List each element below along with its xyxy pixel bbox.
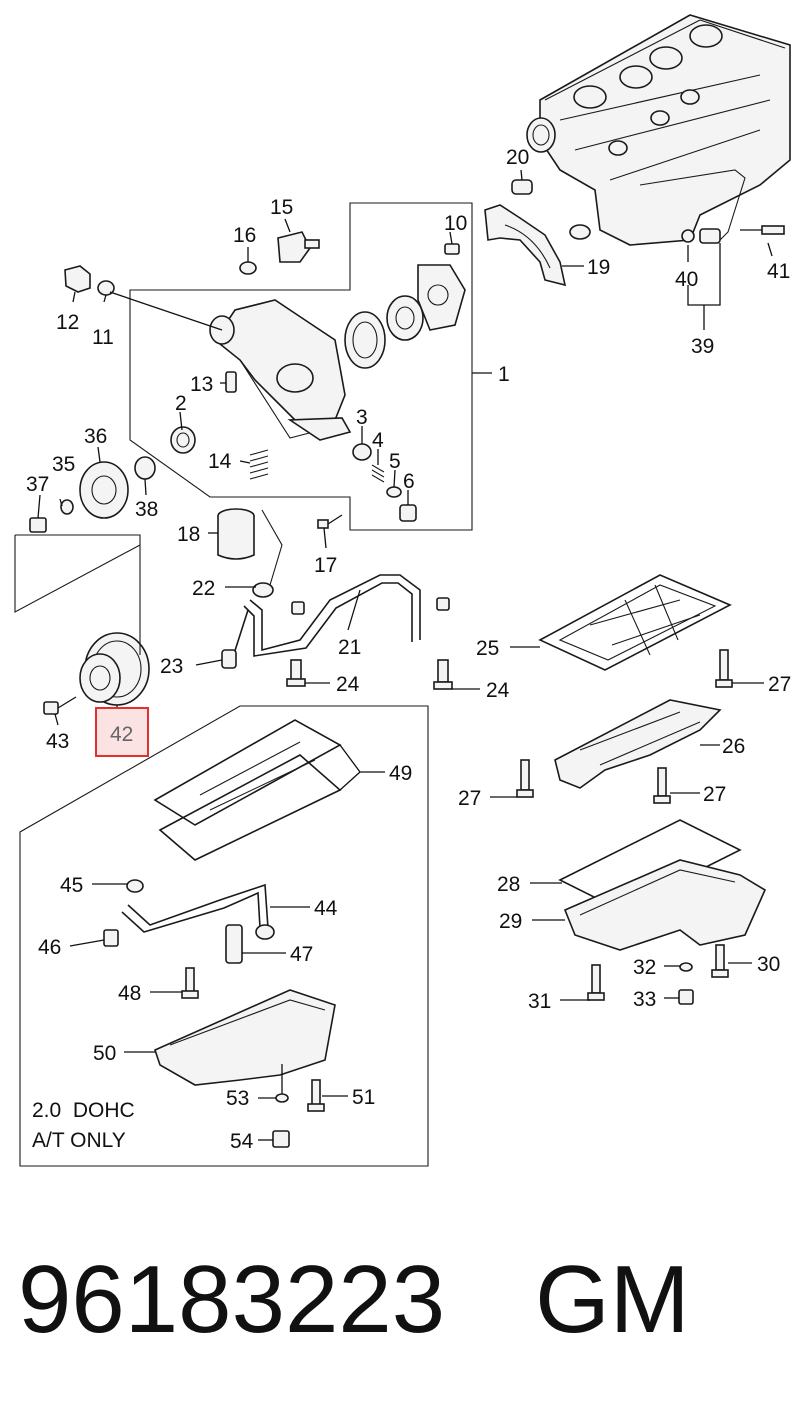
callout-48[interactable]: 48 [118,982,141,1005]
callout-26[interactable]: 26 [722,735,745,758]
callout-31[interactable]: 31 [528,990,551,1013]
callout-12[interactable]: 12 [56,311,79,334]
part-footer: 96183223 GM [18,1245,808,1355]
callout-23[interactable]: 23 [160,655,183,678]
callout-27b[interactable]: 27 [458,787,481,810]
callout-45[interactable]: 45 [60,874,83,897]
part-25-gasket-drawing [538,574,732,671]
part-14-drawing [249,449,269,480]
callout-51[interactable]: 51 [352,1086,375,1109]
exploded-parts-diagram: 1 2 3 4 5 6 10 11 12 13 14 15 16 17 18 1… [14,14,791,1167]
part-39-40-drawing [681,228,721,244]
callout-39[interactable]: 39 [691,335,714,358]
callout-37[interactable]: 37 [26,473,49,496]
callout-13[interactable]: 13 [190,373,213,396]
callout-35[interactable]: 35 [52,453,75,476]
callout-3[interactable]: 3 [356,406,368,429]
callout-10[interactable]: 10 [444,212,467,235]
callout-14[interactable]: 14 [208,450,232,473]
callout-46[interactable]: 46 [38,936,61,959]
part-13-drawing [225,371,237,393]
part-18-drawing [217,508,255,560]
callout-42[interactable]: 42 [110,723,133,746]
callout-21[interactable]: 21 [338,636,361,659]
callout-25[interactable]: 25 [476,637,499,660]
part-30-33-drawing [587,944,729,1005]
oil-pump-drawing [209,264,466,441]
callout-43[interactable]: 43 [46,730,69,753]
part-48-bolt-drawing [181,967,199,999]
callout-1[interactable]: 1 [498,363,510,386]
callout-28[interactable]: 28 [497,873,520,896]
part-51-54-drawing [272,1079,325,1148]
callout-47[interactable]: 47 [290,943,313,966]
callout-20[interactable]: 20 [506,146,529,169]
highlight-box-42 [95,707,149,757]
part-number: 96183223 [18,1246,446,1353]
part-50-oil-pan-drawing [154,989,336,1086]
callout-2[interactable]: 2 [175,392,187,415]
callout-18[interactable]: 18 [177,523,200,546]
callout-11[interactable]: 11 [92,326,114,349]
callout-27a[interactable]: 27 [768,673,791,696]
callout-4[interactable]: 4 [372,429,384,452]
part-42-pulley-drawing [43,632,150,715]
part-2-drawing [170,426,196,454]
inset-note-engine: 2.0 DOHC [32,1099,135,1122]
brand-name: GM [535,1246,690,1353]
part-11-12-drawing [64,265,115,296]
callout-17[interactable]: 17 [314,554,337,577]
part-35-38-drawing [29,456,156,533]
callout-38[interactable]: 38 [135,498,158,521]
callout-49[interactable]: 49 [389,762,412,785]
engine-block-drawing [526,14,791,246]
callout-15[interactable]: 15 [270,196,293,219]
callout-53[interactable]: 53 [226,1087,249,1110]
part-10-drawing [444,243,460,255]
callout-labels: 1 2 3 4 5 6 10 11 12 13 14 15 16 17 18 1… [26,146,791,1153]
callout-5[interactable]: 5 [389,450,401,473]
callout-36[interactable]: 36 [84,425,107,448]
callout-41[interactable]: 41 [767,260,790,283]
callout-6[interactable]: 6 [403,470,415,493]
callout-44[interactable]: 44 [314,897,338,920]
part-19-drawing [484,204,567,287]
part-15-drawing [239,231,320,275]
leader-lines [37,169,773,1141]
part-27-bolts-drawing [516,649,733,804]
part-41-drawing [740,225,785,235]
callout-29[interactable]: 29 [499,910,522,933]
part-49-gasket-drawing [153,719,342,861]
part-20-drawing [511,179,533,195]
part-28-29-oil-pan-drawing [558,819,767,951]
callout-19[interactable]: 19 [587,256,610,279]
inset-note-transmission: A/T ONLY [32,1129,126,1152]
callout-33[interactable]: 33 [633,988,656,1011]
callout-27c[interactable]: 27 [703,783,726,806]
callout-30[interactable]: 30 [757,953,780,976]
callout-24b[interactable]: 24 [486,679,510,702]
inset-box [19,705,429,1167]
assembly-bracket-lines [14,202,473,655]
callout-22[interactable]: 22 [192,577,215,600]
part-3-6-drawing [352,443,417,522]
part-17-drawing [317,514,343,529]
callout-40[interactable]: 40 [675,268,698,291]
part-44-47-drawing [103,879,275,964]
callout-32[interactable]: 32 [633,956,656,979]
callout-50[interactable]: 50 [93,1042,116,1065]
part-26-baffle-drawing [554,699,722,789]
callout-54[interactable]: 54 [230,1130,254,1153]
callout-24a[interactable]: 24 [336,673,360,696]
callout-16[interactable]: 16 [233,224,256,247]
part-21-24-drawing [221,574,453,690]
